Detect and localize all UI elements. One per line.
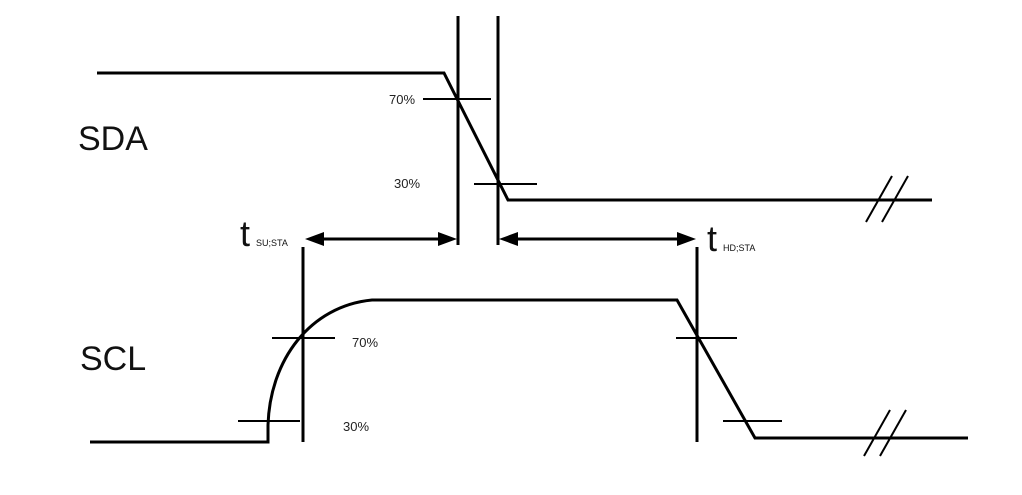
hold-time-label: t HD;STA: [707, 218, 755, 259]
setup-time-symbol: t: [240, 213, 250, 254]
sda-70-label: 70%: [389, 92, 415, 107]
scl-label: SCL: [80, 340, 146, 378]
setup-time-subscript: SU;STA: [256, 238, 288, 248]
sda-label: SDA: [78, 120, 148, 158]
scl-waveform: [90, 298, 968, 444]
sda-waveform: [97, 71, 932, 202]
setup-time-label: t SU;STA: [240, 213, 288, 254]
hold-time-symbol: t: [707, 218, 717, 259]
scl-break-mark: [863, 409, 907, 457]
hold-time-arrow: [499, 232, 696, 246]
scl-70-label: 70%: [352, 335, 378, 350]
sda-break-mark: [865, 175, 909, 223]
hold-time-subscript: HD;STA: [723, 243, 755, 253]
scl-30-label: 30%: [343, 419, 369, 434]
setup-time-arrow: [305, 232, 457, 246]
sda-30-label: 30%: [394, 176, 420, 191]
